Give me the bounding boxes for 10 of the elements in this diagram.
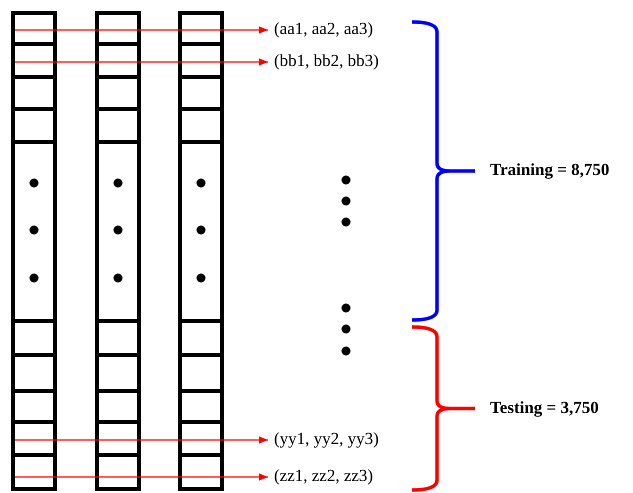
tuple-text: (bb1, bb2, bb3) bbox=[274, 51, 379, 71]
tuple-text: (zz1, zz2, zz3) bbox=[274, 466, 374, 486]
split-count-label: Training = 8,750 bbox=[490, 160, 610, 180]
split-count-label: Testing = 3,750 bbox=[490, 398, 599, 418]
arrow bbox=[15, 436, 268, 444]
tuple-text: (yy1, yy2, yy3) bbox=[274, 429, 379, 449]
arrow bbox=[15, 473, 268, 481]
arrow bbox=[15, 26, 268, 34]
tuple-text: (aa1, aa2, aa3) bbox=[274, 19, 374, 39]
arrow bbox=[15, 58, 268, 66]
